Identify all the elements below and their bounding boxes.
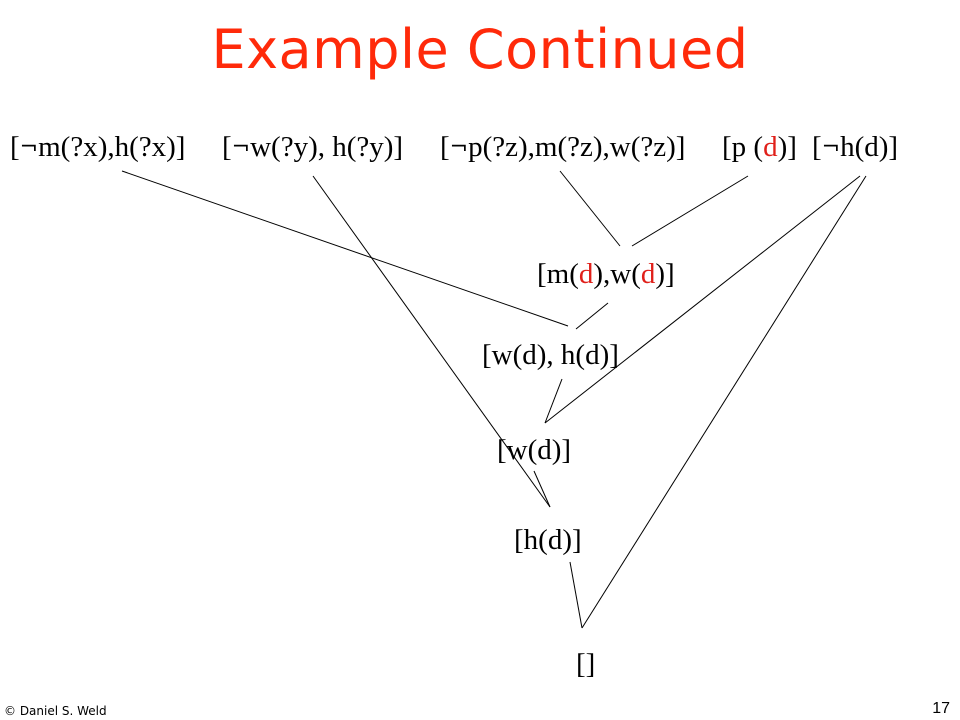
clause-not-w-h: [¬w(?y), h(?y)] — [222, 131, 404, 163]
empty-clause: [] — [576, 648, 596, 680]
slide-title: Example Continued — [211, 18, 749, 81]
clause-not-h-d: [¬h(d)] — [812, 131, 899, 163]
resolvent-w-h: [w(d), h(d)] — [482, 339, 619, 371]
edge-c1-r2 — [121, 170, 569, 327]
edge-c4-r1 — [631, 175, 749, 247]
clause-not-m-h: [¬m(?x),h(?x)] — [10, 131, 186, 163]
page-number: 17 — [932, 700, 950, 717]
edge-c5-r3 — [544, 175, 861, 424]
resolvent-h: [h(d)] — [514, 524, 582, 556]
edge-r4-r5 — [569, 561, 583, 629]
resolvent-m-w: [m(d),w(d)] — [537, 258, 675, 290]
clause-not-p-m-w: [¬p(?z),m(?z),w(?z)] — [440, 131, 686, 163]
edge-c5-r5 — [581, 175, 867, 629]
edge-c2-r4 — [312, 175, 551, 508]
copyright-notice: © Daniel S. Weld — [4, 704, 107, 718]
edge-r3-r4 — [533, 470, 551, 508]
edge-c3-r1 — [559, 170, 621, 247]
edge-r2-r3 — [544, 378, 563, 424]
edge-r1-r2 — [575, 302, 609, 330]
clause-p-d: [p (d)] — [722, 131, 797, 163]
resolvent-w: [w(d)] — [497, 434, 572, 466]
